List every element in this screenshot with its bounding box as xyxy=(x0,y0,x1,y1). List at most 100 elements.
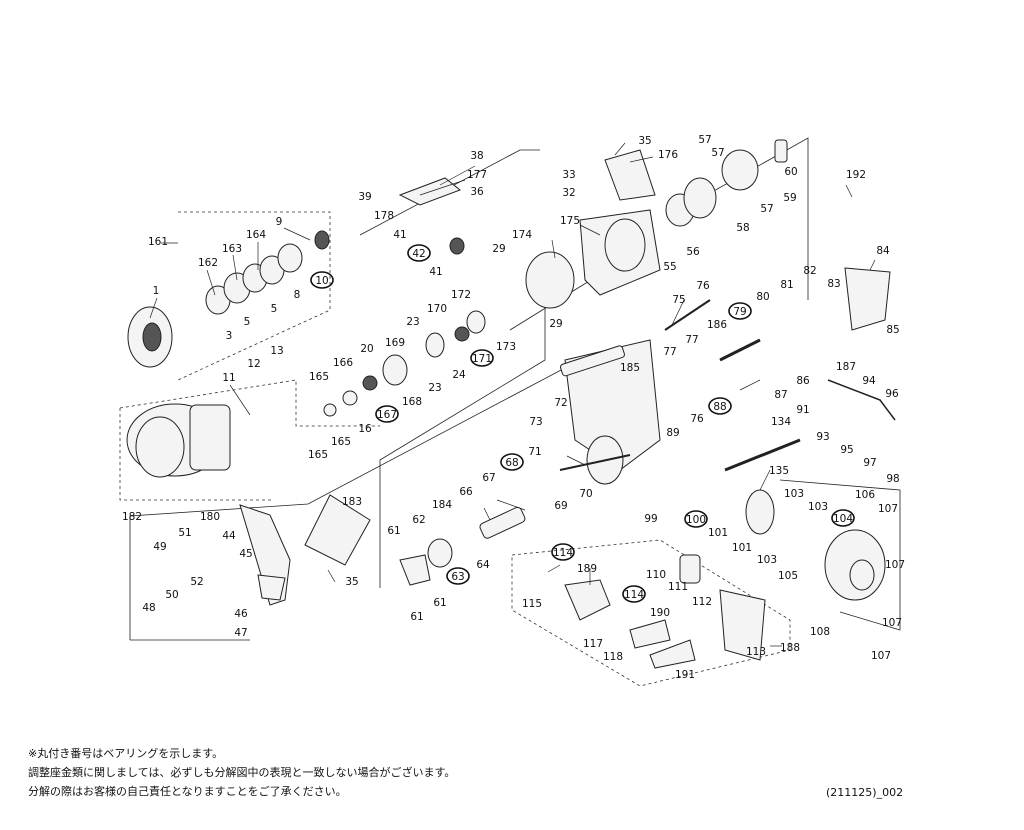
part-label: 192 xyxy=(846,169,866,181)
part-label: 93 xyxy=(816,431,829,443)
diagram-code: (211125)_002 xyxy=(826,786,904,799)
part-label: 91 xyxy=(796,404,809,416)
part-label: 101 xyxy=(708,527,728,539)
bearing-circle xyxy=(310,271,334,289)
part-label: 81 xyxy=(780,279,793,291)
part-label: 96 xyxy=(885,388,899,400)
bearing-circle xyxy=(684,510,708,528)
part-label: 77 xyxy=(685,334,698,346)
part-label: 162 xyxy=(198,257,218,269)
part-label: 9 xyxy=(276,216,283,228)
part-label: 189 xyxy=(577,563,597,575)
part-label: 46 xyxy=(234,608,248,620)
part-label: 165 xyxy=(309,371,329,383)
bearing-circle xyxy=(375,405,399,423)
part-label: 58 xyxy=(736,222,749,234)
bearing-part-label: 167 xyxy=(377,409,397,421)
part-label: 164 xyxy=(246,229,266,241)
part-label: 32 xyxy=(562,187,575,199)
bearing-circle xyxy=(470,349,494,367)
part-label: 82 xyxy=(803,265,816,277)
part-label: 57 xyxy=(711,147,724,159)
part-label: 59 xyxy=(783,192,796,204)
part-label: 67 xyxy=(482,472,495,484)
part-label: 111 xyxy=(668,581,688,593)
part-label: 101 xyxy=(732,542,752,554)
part-label: 39 xyxy=(358,191,371,203)
part-label: 174 xyxy=(512,229,532,241)
bearing-circle xyxy=(407,244,431,262)
part-label: 75 xyxy=(672,294,685,306)
part-label: 178 xyxy=(374,210,394,222)
part-label: 87 xyxy=(774,389,787,401)
note-disassembly: 分解の際はお客様の自己責任となりますことをご了承ください。 xyxy=(28,785,347,798)
part-label: 163 xyxy=(222,243,242,255)
part-label: 12 xyxy=(247,358,260,370)
part-label: 76 xyxy=(696,280,710,292)
note-shims: 調整座金類に関しましては、必ずしも分解図中の表現と一致しない場合がございます。 xyxy=(28,766,456,779)
part-label: 5 xyxy=(271,303,278,315)
part-label: 52 xyxy=(190,576,203,588)
part-label: 55 xyxy=(663,261,676,273)
part-label: 48 xyxy=(142,602,155,614)
part-label: 173 xyxy=(496,341,516,353)
part-label: 95 xyxy=(840,444,853,456)
part-label: 47 xyxy=(234,627,247,639)
part-label: 89 xyxy=(666,427,679,439)
part-label: 61 xyxy=(433,597,446,609)
part-label: 169 xyxy=(385,337,405,349)
part-label: 99 xyxy=(644,513,657,525)
part-label: 176 xyxy=(658,149,678,161)
part-label: 135 xyxy=(769,465,789,477)
part-label: 61 xyxy=(410,611,423,623)
part-label: 62 xyxy=(412,514,425,526)
part-label: 180 xyxy=(200,511,220,523)
part-label: 161 xyxy=(148,236,168,248)
part-label: 57 xyxy=(760,203,773,215)
part-label: 115 xyxy=(522,598,542,610)
part-label: 35 xyxy=(638,135,651,147)
part-label: 105 xyxy=(778,570,798,582)
part-label: 66 xyxy=(459,486,473,498)
part-label: 45 xyxy=(239,548,252,560)
part-label: 191 xyxy=(675,669,695,681)
group-frames xyxy=(119,137,901,687)
part-label: 41 xyxy=(393,229,406,241)
part-label: 184 xyxy=(432,499,452,511)
part-label: 103 xyxy=(757,554,777,566)
part-label: 94 xyxy=(862,375,876,387)
part-label: 103 xyxy=(784,488,804,500)
part-label: 38 xyxy=(470,150,483,162)
bearing-part-label: 68 xyxy=(505,457,518,469)
part-label: 188 xyxy=(780,642,800,654)
part-label: 172 xyxy=(451,289,471,301)
part-label: 166 xyxy=(333,357,353,369)
part-label: 49 xyxy=(153,541,166,553)
part-label: 36 xyxy=(470,186,484,198)
part-label: 185 xyxy=(620,362,640,374)
part-label: 71 xyxy=(528,446,541,458)
part-label: 112 xyxy=(692,596,712,608)
part-shapes xyxy=(126,139,896,669)
part-label: 190 xyxy=(650,607,670,619)
bearing-circles xyxy=(310,244,855,603)
bearing-part-label: 100 xyxy=(686,514,706,526)
part-label: 60 xyxy=(784,166,797,178)
part-label: 50 xyxy=(165,589,178,601)
part-label: 33 xyxy=(562,169,575,181)
part-label: 175 xyxy=(560,215,580,227)
part-label: 107 xyxy=(878,503,898,515)
part-label: 16 xyxy=(358,423,372,435)
part-label: 57 xyxy=(698,134,711,146)
part-label: 118 xyxy=(603,651,623,663)
bearing-part-label: 171 xyxy=(472,353,492,365)
part-label: 44 xyxy=(222,530,236,542)
part-label: 41 xyxy=(429,266,442,278)
part-label: 23 xyxy=(428,382,441,394)
part-label: 29 xyxy=(549,318,562,330)
part-label: 106 xyxy=(855,489,875,501)
part-label: 134 xyxy=(771,416,791,428)
part-label: 85 xyxy=(886,324,899,336)
part-label: 61 xyxy=(387,525,400,537)
part-label: 77 xyxy=(663,346,676,358)
